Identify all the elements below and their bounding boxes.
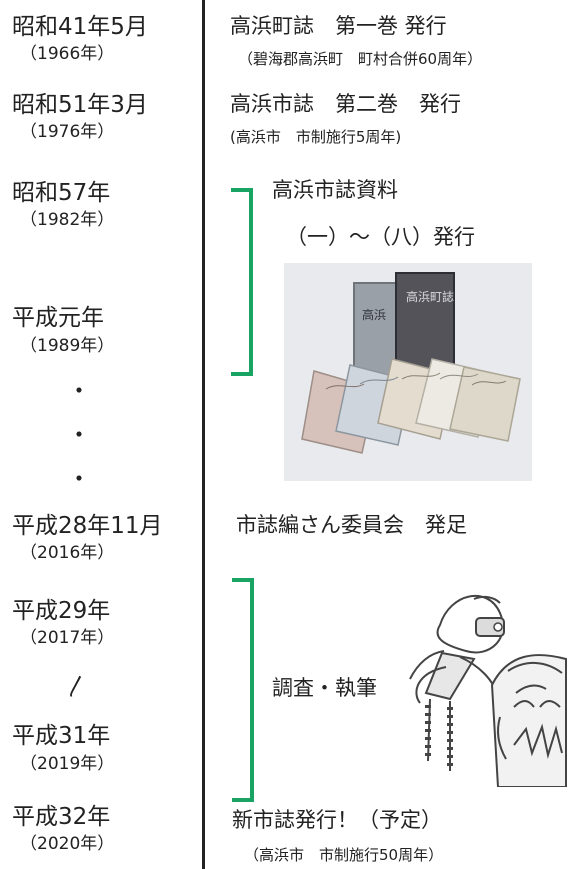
year-date: （1966年） xyxy=(20,44,115,64)
era-date: 昭和41年5月 xyxy=(12,14,148,40)
year-date: （2019年） xyxy=(20,754,115,774)
event-title: 高浜町誌 第一巻 発行 xyxy=(230,14,447,38)
book-photo: 高浜 高浜町誌 xyxy=(284,263,532,481)
era-date: 平成元年 xyxy=(12,305,104,331)
era-date: 昭和57年 xyxy=(12,180,111,206)
event-note: (高浜市 市制施行5周年) xyxy=(230,128,402,146)
era-date: 平成31年 xyxy=(12,723,111,749)
event-title: 高浜市誌 第二巻 発行 xyxy=(230,92,461,116)
timeline-divider xyxy=(202,0,205,869)
range-mark: 〳 xyxy=(66,675,89,700)
era-date: 平成29年 xyxy=(12,598,111,624)
research-sketch-illustration xyxy=(396,575,572,787)
year-date: （2016年） xyxy=(20,543,115,563)
year-date: （1982年） xyxy=(20,210,115,230)
svg-text:高浜町誌: 高浜町誌 xyxy=(406,289,454,304)
year-date: （1976年） xyxy=(20,122,115,142)
svg-text:高浜: 高浜 xyxy=(362,307,386,322)
event-note: （碧海郡高浜町 町村合併60周年） xyxy=(238,50,483,68)
year-date: （2020年） xyxy=(20,834,115,854)
event-title: （一）～（八）発行 xyxy=(286,225,475,249)
event-title: 新市誌発行！（予定） xyxy=(232,808,442,832)
ellipsis-dot: ・ xyxy=(67,421,91,449)
era-date: 平成28年11月 xyxy=(12,513,163,539)
era-date: 平成32年 xyxy=(12,804,111,830)
event-title: 市誌編さん委員会 発足 xyxy=(236,513,467,537)
green-bracket-resources xyxy=(231,188,253,376)
event-title: 高浜市誌資料 xyxy=(272,178,398,202)
year-date: （2017年） xyxy=(20,628,115,648)
event-note: （高浜市 市制施行50周年） xyxy=(244,846,444,864)
green-bracket-research xyxy=(232,578,254,802)
ellipsis-dot: ・ xyxy=(67,377,91,405)
era-date: 昭和51年3月 xyxy=(12,92,148,118)
book-photo-illustration: 高浜 高浜町誌 xyxy=(284,263,532,481)
event-title: 調査・執筆 xyxy=(272,676,377,700)
research-sketch xyxy=(396,575,572,787)
year-date: （1989年） xyxy=(20,336,115,356)
ellipsis-dot: ・ xyxy=(67,465,91,493)
